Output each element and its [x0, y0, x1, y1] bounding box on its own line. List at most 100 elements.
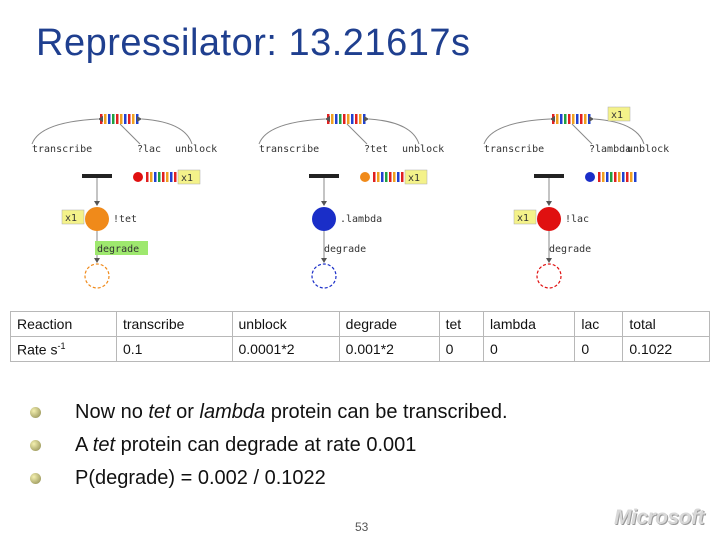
blocked-dna-icon	[598, 172, 637, 182]
bullet-list: Now no tet or lambda protein can be tran…	[30, 396, 508, 495]
arrow-head	[137, 116, 142, 122]
table-cell: Reaction	[11, 312, 117, 337]
gene-bar	[534, 174, 564, 178]
table-cell: lambda	[483, 312, 574, 337]
dna-stripe	[614, 172, 617, 182]
dna-stripe	[610, 172, 613, 182]
operator-arrow	[572, 124, 592, 144]
table-cell: 0.1	[116, 337, 232, 362]
unblock-label: unblock	[175, 144, 217, 155]
dna-stripe	[351, 114, 354, 124]
dna-stripe	[393, 172, 396, 182]
unblock-loop-arrow	[594, 119, 644, 144]
table-cell: transcribe	[116, 312, 232, 337]
dna-stripe	[564, 114, 567, 124]
dna-stripe	[335, 114, 338, 124]
dna-stripe	[116, 114, 119, 124]
page-number: 53	[355, 520, 368, 534]
transcribe-loop-arrow	[259, 119, 325, 144]
bound-repressor-icon	[360, 172, 370, 182]
dna-stripe	[606, 172, 609, 182]
table-cell: total	[623, 312, 710, 337]
protein-icon	[537, 207, 561, 231]
dna-stripe	[128, 114, 131, 124]
operator-label: ?tet	[364, 144, 388, 155]
dna-stripe	[174, 172, 177, 182]
dna-stripe	[170, 172, 173, 182]
dna-stripe	[385, 172, 388, 182]
dna-stripe	[401, 172, 404, 182]
count-label: x1	[517, 213, 529, 224]
degraded-protein-icon	[537, 264, 561, 288]
dna-stripe	[397, 172, 400, 182]
unblock-loop-arrow	[142, 119, 192, 144]
dna-stripe	[556, 114, 559, 124]
dna-stripe	[634, 172, 637, 182]
dna-stripe	[359, 114, 362, 124]
dna-stripe	[158, 172, 161, 182]
dna-stripe	[598, 172, 601, 182]
dna-stripe	[166, 172, 169, 182]
transcribe-loop-arrow	[32, 119, 98, 144]
slide-title: Repressilator: 13.21617s	[36, 22, 470, 65]
operator-arrow	[120, 124, 140, 144]
arrow-head	[546, 201, 552, 206]
gene-module: transcribe?lacunblockx1!tetx1degrade	[32, 114, 217, 288]
table-cell: Rate s-1	[11, 337, 117, 362]
arrow-head	[364, 116, 369, 122]
transcribe-label: transcribe	[259, 144, 319, 155]
table-row: Reaction transcribe unblock degrade tet …	[11, 312, 710, 337]
repressor-label: !lac	[565, 214, 589, 225]
operator-label: ?lac	[137, 144, 161, 155]
dna-stripe	[339, 114, 342, 124]
count-label: x1	[181, 173, 193, 184]
list-item: Now no tet or lambda protein can be tran…	[30, 396, 508, 429]
dna-stripe	[572, 114, 575, 124]
gene-dna-icon	[552, 114, 591, 124]
dna-stripe	[622, 172, 625, 182]
unblock-label: unblock	[627, 144, 669, 155]
dna-stripe	[132, 114, 135, 124]
dna-stripe	[568, 114, 571, 124]
arrow-head	[546, 258, 552, 263]
gene-dna-icon	[327, 114, 366, 124]
degraded-protein-icon	[312, 264, 336, 288]
gene-module: transcribe?tetunblockx1.lambdadegrade	[259, 114, 444, 288]
list-item: A tet protein can degrade at rate 0.001	[30, 429, 508, 462]
table-cell: degrade	[339, 312, 439, 337]
dna-stripe	[150, 172, 153, 182]
unblock-label: unblock	[402, 144, 444, 155]
table-row: Rate s-1 0.1 0.0001*2 0.001*2 0 0 0 0.10…	[11, 337, 710, 362]
dna-stripe	[630, 172, 633, 182]
dna-stripe	[162, 172, 165, 182]
table-cell: tet	[439, 312, 483, 337]
arrow-head	[321, 201, 327, 206]
microsoft-logo: Microsoft	[614, 506, 704, 530]
dna-stripe	[124, 114, 127, 124]
protein-icon	[85, 207, 109, 231]
bullet-icon	[30, 407, 41, 418]
table-cell: 0.1022	[623, 337, 710, 362]
table-cell: 0	[575, 337, 623, 362]
transcribe-loop-arrow	[484, 119, 550, 144]
dna-stripe	[377, 172, 380, 182]
dna-stripe	[120, 114, 123, 124]
transcribe-label: transcribe	[484, 144, 544, 155]
degrade-label: degrade	[324, 244, 366, 255]
table-cell: unblock	[232, 312, 339, 337]
rate-label: Rate s	[17, 341, 57, 357]
protein-icon	[312, 207, 336, 231]
dna-stripe	[146, 172, 149, 182]
arrow-head	[94, 201, 100, 206]
table-cell: 0	[439, 337, 483, 362]
list-item: P(degrade) = 0.002 / 0.1022	[30, 462, 508, 495]
bound-repressor-icon	[585, 172, 595, 182]
dna-stripe	[602, 172, 605, 182]
dna-stripe	[580, 114, 583, 124]
dna-stripe	[347, 114, 350, 124]
repressor-label: .lambda	[340, 214, 382, 225]
count-label: x1	[611, 110, 623, 121]
count-label: x1	[65, 213, 77, 224]
table-cell: lac	[575, 312, 623, 337]
table-cell: 0.001*2	[339, 337, 439, 362]
